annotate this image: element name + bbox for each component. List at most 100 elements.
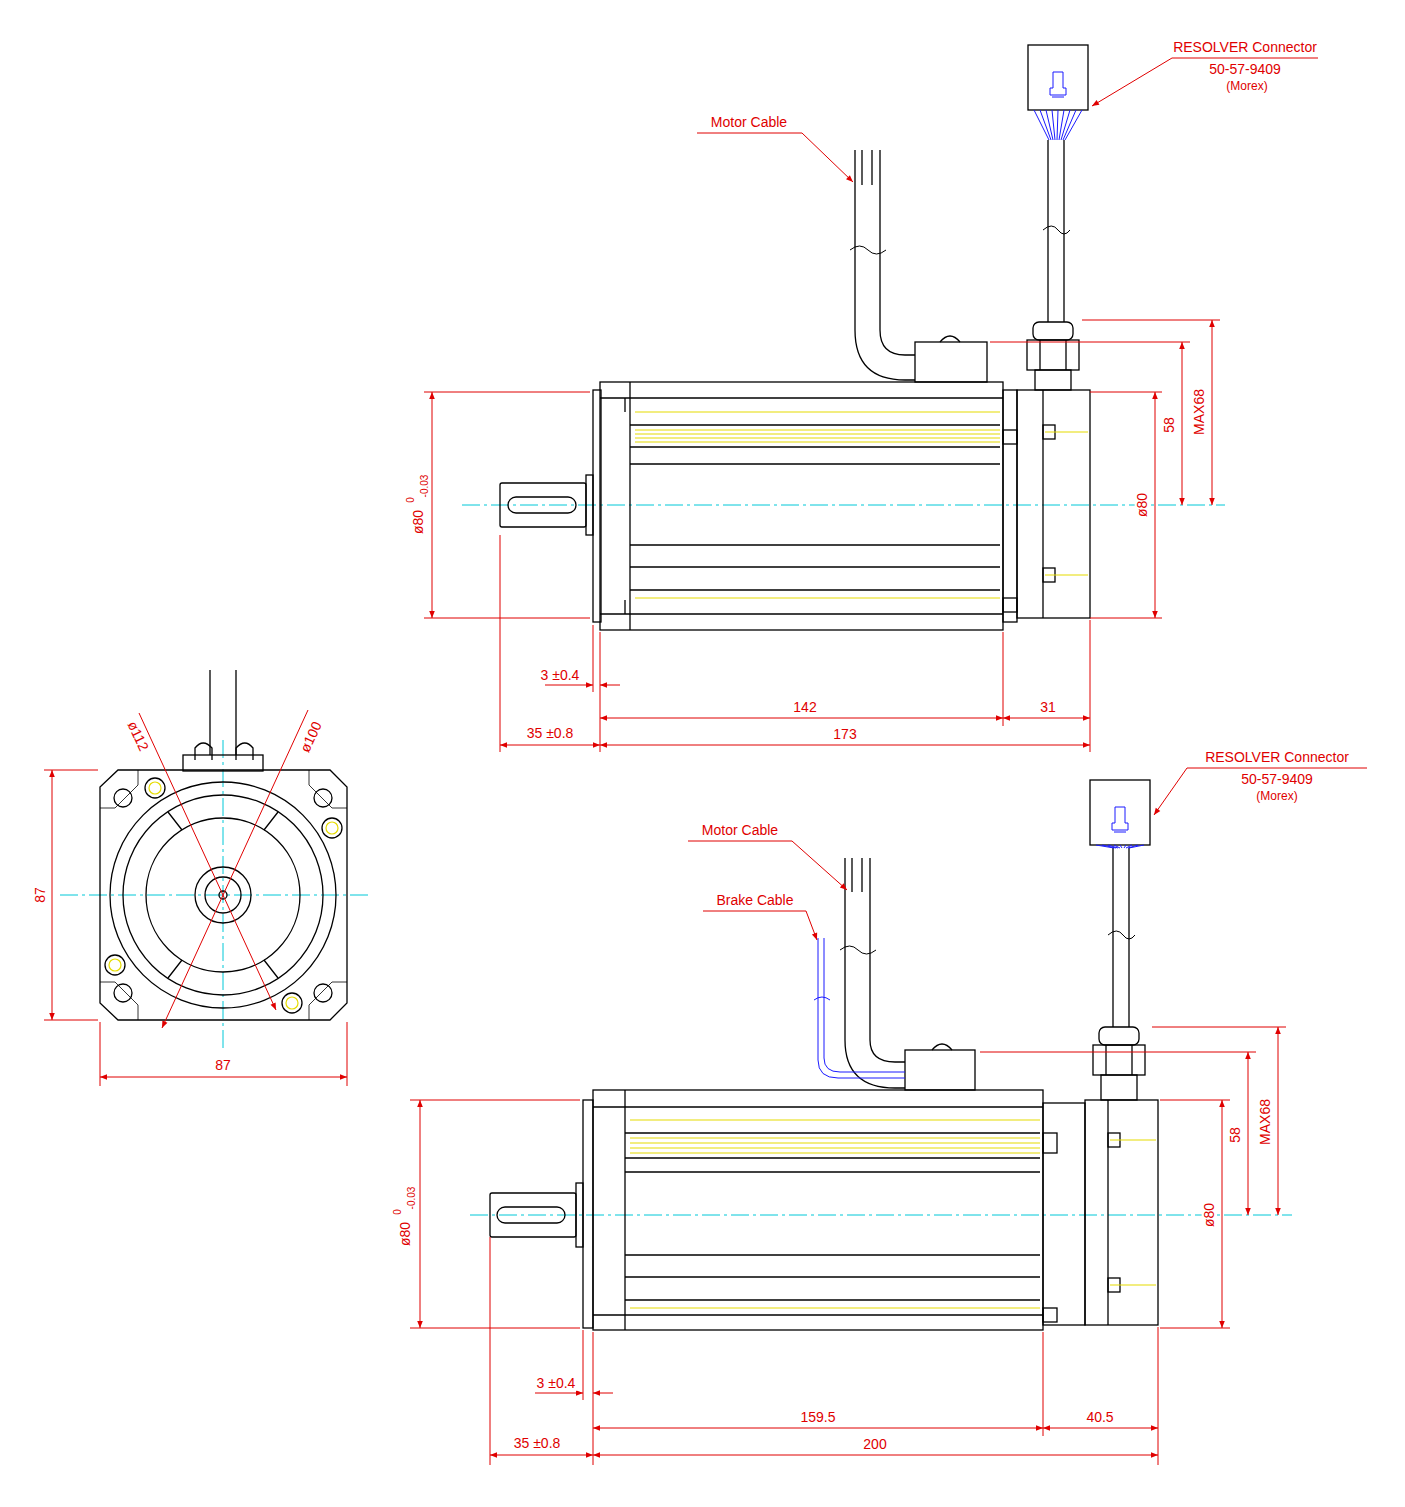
- motor-body: [1003, 598, 1017, 612]
- motor-body: [1085, 1100, 1158, 1325]
- motor-body: [629, 382, 630, 630]
- body-highlight: [630, 1142, 1040, 1143]
- callout-text: Motor Cable: [700, 823, 780, 838]
- body-highlight: [1110, 1139, 1156, 1140]
- dimension-lines: [424, 320, 1220, 752]
- dimension-lines: [432, 392, 433, 618]
- dimension-value: 3 ±0.4: [535, 1376, 578, 1391]
- leader-line: [806, 911, 817, 940]
- front-flange: [282, 993, 302, 1013]
- dimension-lines: [1082, 320, 1220, 321]
- front-flange: [309, 770, 347, 808]
- front-flange: [114, 984, 132, 1002]
- body-highlight: [635, 433, 1000, 434]
- dimension-lines: [1222, 1100, 1223, 1328]
- dimension-lines: [1248, 1052, 1249, 1215]
- dimension-lines: [1160, 1328, 1230, 1329]
- dimension-value: ø80: [1135, 491, 1150, 519]
- leader-line: [792, 841, 847, 890]
- dimension-value: ø112: [124, 717, 152, 755]
- motor-body: [593, 1106, 1043, 1107]
- motor-cable: [905, 1050, 975, 1090]
- front-flange: [100, 982, 138, 1020]
- brake-cable: [824, 938, 905, 1072]
- dimension-lines: [1090, 618, 1162, 619]
- front-flange: [314, 984, 332, 1002]
- motor-body: [630, 446, 1000, 447]
- resolver-cable: [1028, 45, 1088, 110]
- dimension-lines: [600, 745, 1090, 746]
- brake-cable: [814, 938, 905, 1078]
- motor-cable: [932, 1044, 952, 1050]
- resolver-cable: [1105, 1045, 1106, 1075]
- resolver-cable: [1047, 140, 1048, 322]
- resolver-cable: [1112, 848, 1113, 1027]
- leader-line: [1187, 768, 1367, 769]
- brake-cable: [818, 938, 905, 1078]
- body-highlight: [635, 441, 1000, 442]
- dimension-lines: [980, 1052, 1256, 1053]
- front-flange: [195, 743, 212, 760]
- leader-line: [1154, 768, 1187, 815]
- dimension-lines: [990, 342, 1190, 343]
- dimension-value: 40.5: [1084, 1410, 1115, 1425]
- body-highlight: [1110, 1284, 1156, 1285]
- resolver-connector: [1050, 72, 1066, 95]
- tolerance-value: 0: [406, 496, 417, 504]
- resolver-cable: [1131, 1045, 1132, 1075]
- motor-body: [1003, 390, 1017, 622]
- dimension-lines: [500, 745, 600, 746]
- dimension-lines: [1182, 342, 1183, 505]
- screw-head: [149, 782, 161, 794]
- dimension-lines: [1043, 1332, 1044, 1436]
- motor-cable: [840, 946, 876, 954]
- resolver-cable: [1033, 322, 1073, 340]
- body-highlight: [635, 411, 1000, 412]
- dimension-lines: [600, 718, 1003, 719]
- motor-body: [508, 497, 576, 513]
- resolver-cable: [1128, 848, 1129, 1027]
- dimension-lines: [593, 1455, 1158, 1456]
- dimension-value: 35 ±0.8: [512, 1436, 563, 1451]
- motor-body: [630, 424, 1000, 425]
- maker-name: (Morex): [1224, 80, 1269, 93]
- dimension-lines: [593, 1332, 594, 1465]
- dimension-lines: [1160, 1100, 1230, 1101]
- motor-body: [624, 600, 625, 614]
- dimension-lines: [1158, 1327, 1159, 1465]
- motor-body: [625, 1132, 1040, 1133]
- motor-body: [490, 1090, 1158, 1330]
- front-flange: [105, 955, 125, 975]
- dimension-lines: [1090, 392, 1162, 393]
- resolver-connector: [1112, 807, 1128, 830]
- front-flange: [314, 789, 332, 807]
- motor-body: [497, 1207, 565, 1223]
- dimension-lines: [1090, 620, 1091, 752]
- resolver-cable: [1065, 340, 1066, 370]
- motor-cable: [880, 150, 915, 355]
- dimension-lines: [424, 392, 590, 393]
- screw-head: [109, 959, 121, 971]
- leader-line: [1092, 58, 1172, 106]
- motor-body: [625, 1254, 1040, 1255]
- dimension-lines: [583, 1330, 584, 1400]
- dimension-lines: [1003, 718, 1090, 719]
- dimension-lines: [347, 1022, 348, 1086]
- motor-cable: [851, 858, 852, 892]
- front-flange: [236, 743, 253, 760]
- dimension-lines: [600, 632, 601, 752]
- motor-body: [586, 475, 593, 535]
- screw-head: [326, 822, 338, 834]
- dimension-value: MAX68: [1258, 1097, 1273, 1147]
- dimension-lines: [410, 1027, 1286, 1465]
- motor-body: [593, 1090, 1043, 1330]
- resolver-connector: [1096, 807, 1144, 848]
- motor-body: [1042, 390, 1043, 618]
- resolver-cable: [1035, 370, 1071, 390]
- motor-body: [625, 1299, 1040, 1300]
- leader-line: [688, 841, 792, 842]
- dimension-lines: [1043, 1428, 1158, 1429]
- dimension-lines: [52, 770, 53, 1020]
